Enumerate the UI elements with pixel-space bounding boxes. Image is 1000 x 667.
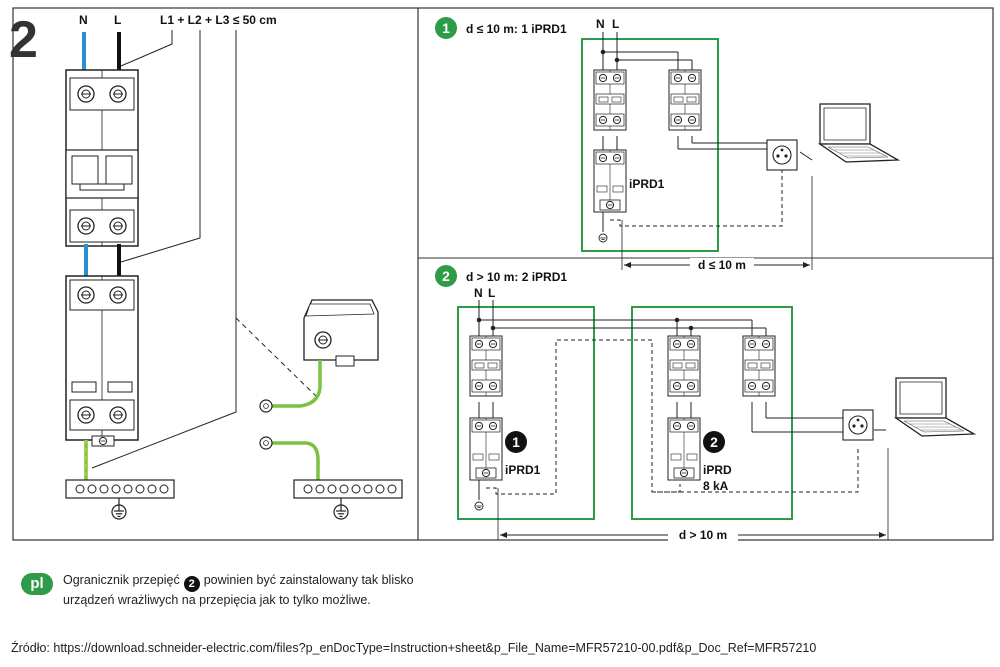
case2-prd2-rating: 8 kA: [703, 479, 729, 493]
case1-badge-num: 1: [442, 20, 450, 36]
case1-breaker-load: [669, 70, 701, 130]
length-rule: L1 + L2 + L3 ≤ 50 cm: [160, 13, 277, 27]
case1-breaker: [594, 70, 626, 130]
case2-enclosure-1: [457, 306, 595, 520]
case2-prd2-badge: [703, 431, 725, 453]
label-n: N: [79, 13, 88, 27]
case2-wiring: [476, 300, 886, 433]
note-text-after: powinien być zainstalowany tak blisko: [203, 573, 414, 587]
ground-terminal-bar: [65, 479, 175, 499]
label-l: L: [114, 13, 121, 27]
case2-breaker-1: [470, 336, 502, 396]
leader-l1: [120, 30, 173, 67]
leader-l3: [91, 30, 237, 469]
earth-symbol-left: [111, 504, 127, 520]
leader-l2: [120, 30, 201, 263]
case2-prd1-badge: [505, 431, 527, 453]
case1-socket: [766, 139, 798, 171]
case2-socket: [842, 409, 874, 441]
case1-label-l: L: [612, 17, 619, 31]
case2-prd-1: [470, 418, 502, 480]
case2-breaker-load: [743, 336, 775, 396]
case1-title: d ≤ 10 m: 1 iPRD1: [466, 22, 567, 36]
case2-prd1-num: 1: [512, 434, 520, 450]
case1-distance: d ≤ 10 m: [698, 258, 746, 272]
case1-badge: [435, 17, 457, 39]
case2-badge-num: 2: [442, 268, 450, 284]
surge-protector: [65, 275, 139, 447]
language-badge: pl: [21, 573, 53, 595]
case2-enclosure-2: [631, 306, 793, 520]
case2-laptop: [895, 377, 975, 437]
figure-number: 2: [9, 11, 38, 69]
zoom-guide: [235, 317, 319, 399]
case1-prd: [594, 150, 626, 212]
case2-distance: d > 10 m: [679, 528, 727, 542]
case2-ground-icon: [474, 501, 484, 511]
case2-prd1-label: iPRD1: [505, 463, 541, 477]
ground-terminal-bar-detail: [293, 479, 403, 499]
case1-prd-label: iPRD1: [629, 177, 665, 191]
case2-badge: [435, 265, 457, 287]
case1-ground-icon: [598, 233, 608, 243]
case2-prd-2: [668, 418, 700, 480]
note-text-before: Ogranicznik przepięć: [63, 573, 180, 587]
figure-frame: [12, 7, 994, 541]
case2-prd2-num: 2: [710, 434, 718, 450]
case2-pe-line-2: [652, 446, 859, 493]
note-line-2: urządzeń wrażliwych na przepięcia jak to…: [63, 593, 371, 607]
case1-laptop: [819, 103, 899, 163]
case1-label-n: N: [596, 17, 605, 31]
case2-prd2-label: iPRD: [703, 463, 732, 477]
case2-breaker-2: [668, 336, 700, 396]
earth-symbol-detail: [333, 504, 349, 520]
case1-pe-line: [610, 170, 783, 227]
circuit-breaker: [65, 69, 139, 247]
source-citation: Źródło: https://download.schneider-elect…: [11, 641, 817, 655]
note-circled-number: 2: [183, 576, 200, 592]
case2-title: d > 10 m: 2 iPRD1: [466, 270, 567, 284]
terminal-detail: [259, 299, 379, 482]
case2-label-n: N: [474, 286, 483, 300]
case1-enclosure: [581, 38, 719, 252]
case2-label-l: L: [488, 286, 495, 300]
